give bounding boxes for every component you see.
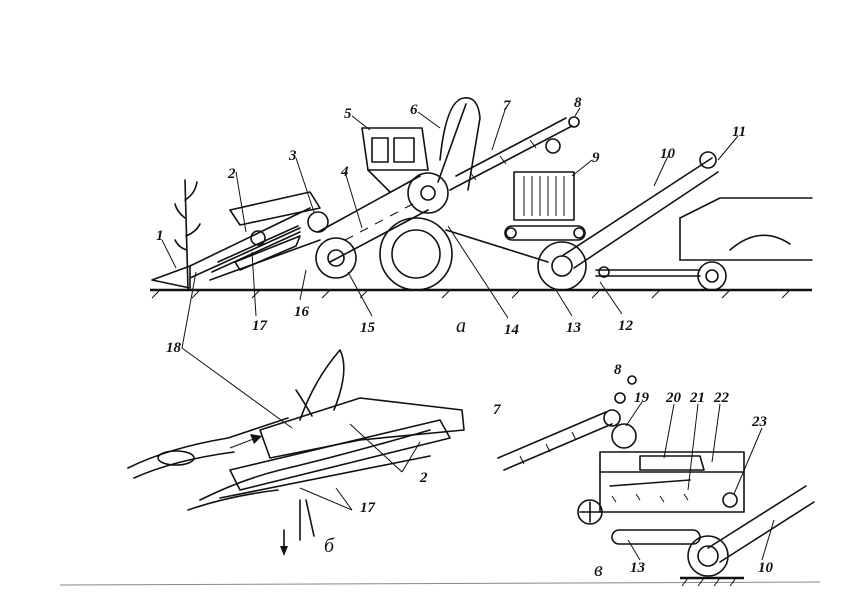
corn-plant [174,179,201,291]
label-c-23: 23 [751,414,768,430]
label-c-22: 22 [713,390,730,406]
labels-view-a: 1 2 3 4 5 6 7 8 9 10 11 12 13 14 15 16 1… [156,95,746,356]
label-2: 2 [227,166,236,182]
leader-lines-c [625,401,775,561]
cleaner-box [513,171,575,221]
ear-elevator [449,117,573,191]
label-b-17: 17 [360,500,376,516]
leader-lines-a [161,107,739,429]
label-3: 3 [288,148,297,164]
loading-conveyor [561,151,719,269]
leader-lines-b [299,423,421,511]
label-1: 1 [156,228,164,244]
subfigure-b-label: б [324,535,335,557]
label-14: 14 [504,322,520,338]
label-18: 18 [166,340,182,356]
label-5: 5 [344,106,352,122]
label-c-13: 13 [630,560,646,576]
page-edge-line [59,581,821,586]
view-b-snapping-detail: 2 17 б [127,349,465,557]
label-4: 4 [340,164,349,180]
tow-hitch [595,266,701,278]
label-6: 6 [410,102,418,118]
view-c-cleaning-detail: 7 8 19 20 21 22 23 13 10 в [493,362,815,587]
label-12: 12 [618,318,634,334]
label-c-20: 20 [665,390,682,406]
fan [568,116,580,128]
snapping-rollers [211,225,301,273]
ground-line [150,288,812,299]
thresher-drum [407,97,481,214]
label-c-21: 21 [689,390,705,406]
label-c-10: 10 [758,560,774,576]
label-b-2: 2 [419,470,428,486]
label-c-7: 7 [493,402,501,418]
subfigure-c-label: в [594,559,603,581]
label-13: 13 [566,320,582,336]
husker-drum [315,237,357,279]
label-17: 17 [252,318,268,334]
label-11: 11 [732,124,746,140]
label-16: 16 [294,304,310,320]
subfigure-a-label: а [456,315,466,337]
lower-conveyor [504,225,586,241]
label-9: 9 [592,150,600,166]
operator-cab [361,127,429,193]
front-wheel [379,217,453,291]
label-c-19: 19 [634,390,650,406]
rear-wheel [537,241,587,291]
label-10: 10 [660,146,676,162]
machine-frame [445,229,549,263]
header-divider [151,191,321,289]
view-a-machine: 1 2 3 4 5 6 7 8 9 10 11 12 13 14 15 16 1… [150,95,813,429]
label-7: 7 [503,98,511,114]
label-c-8: 8 [614,362,622,378]
trailer [679,197,813,291]
label-8: 8 [574,95,582,111]
label-15: 15 [360,320,376,336]
